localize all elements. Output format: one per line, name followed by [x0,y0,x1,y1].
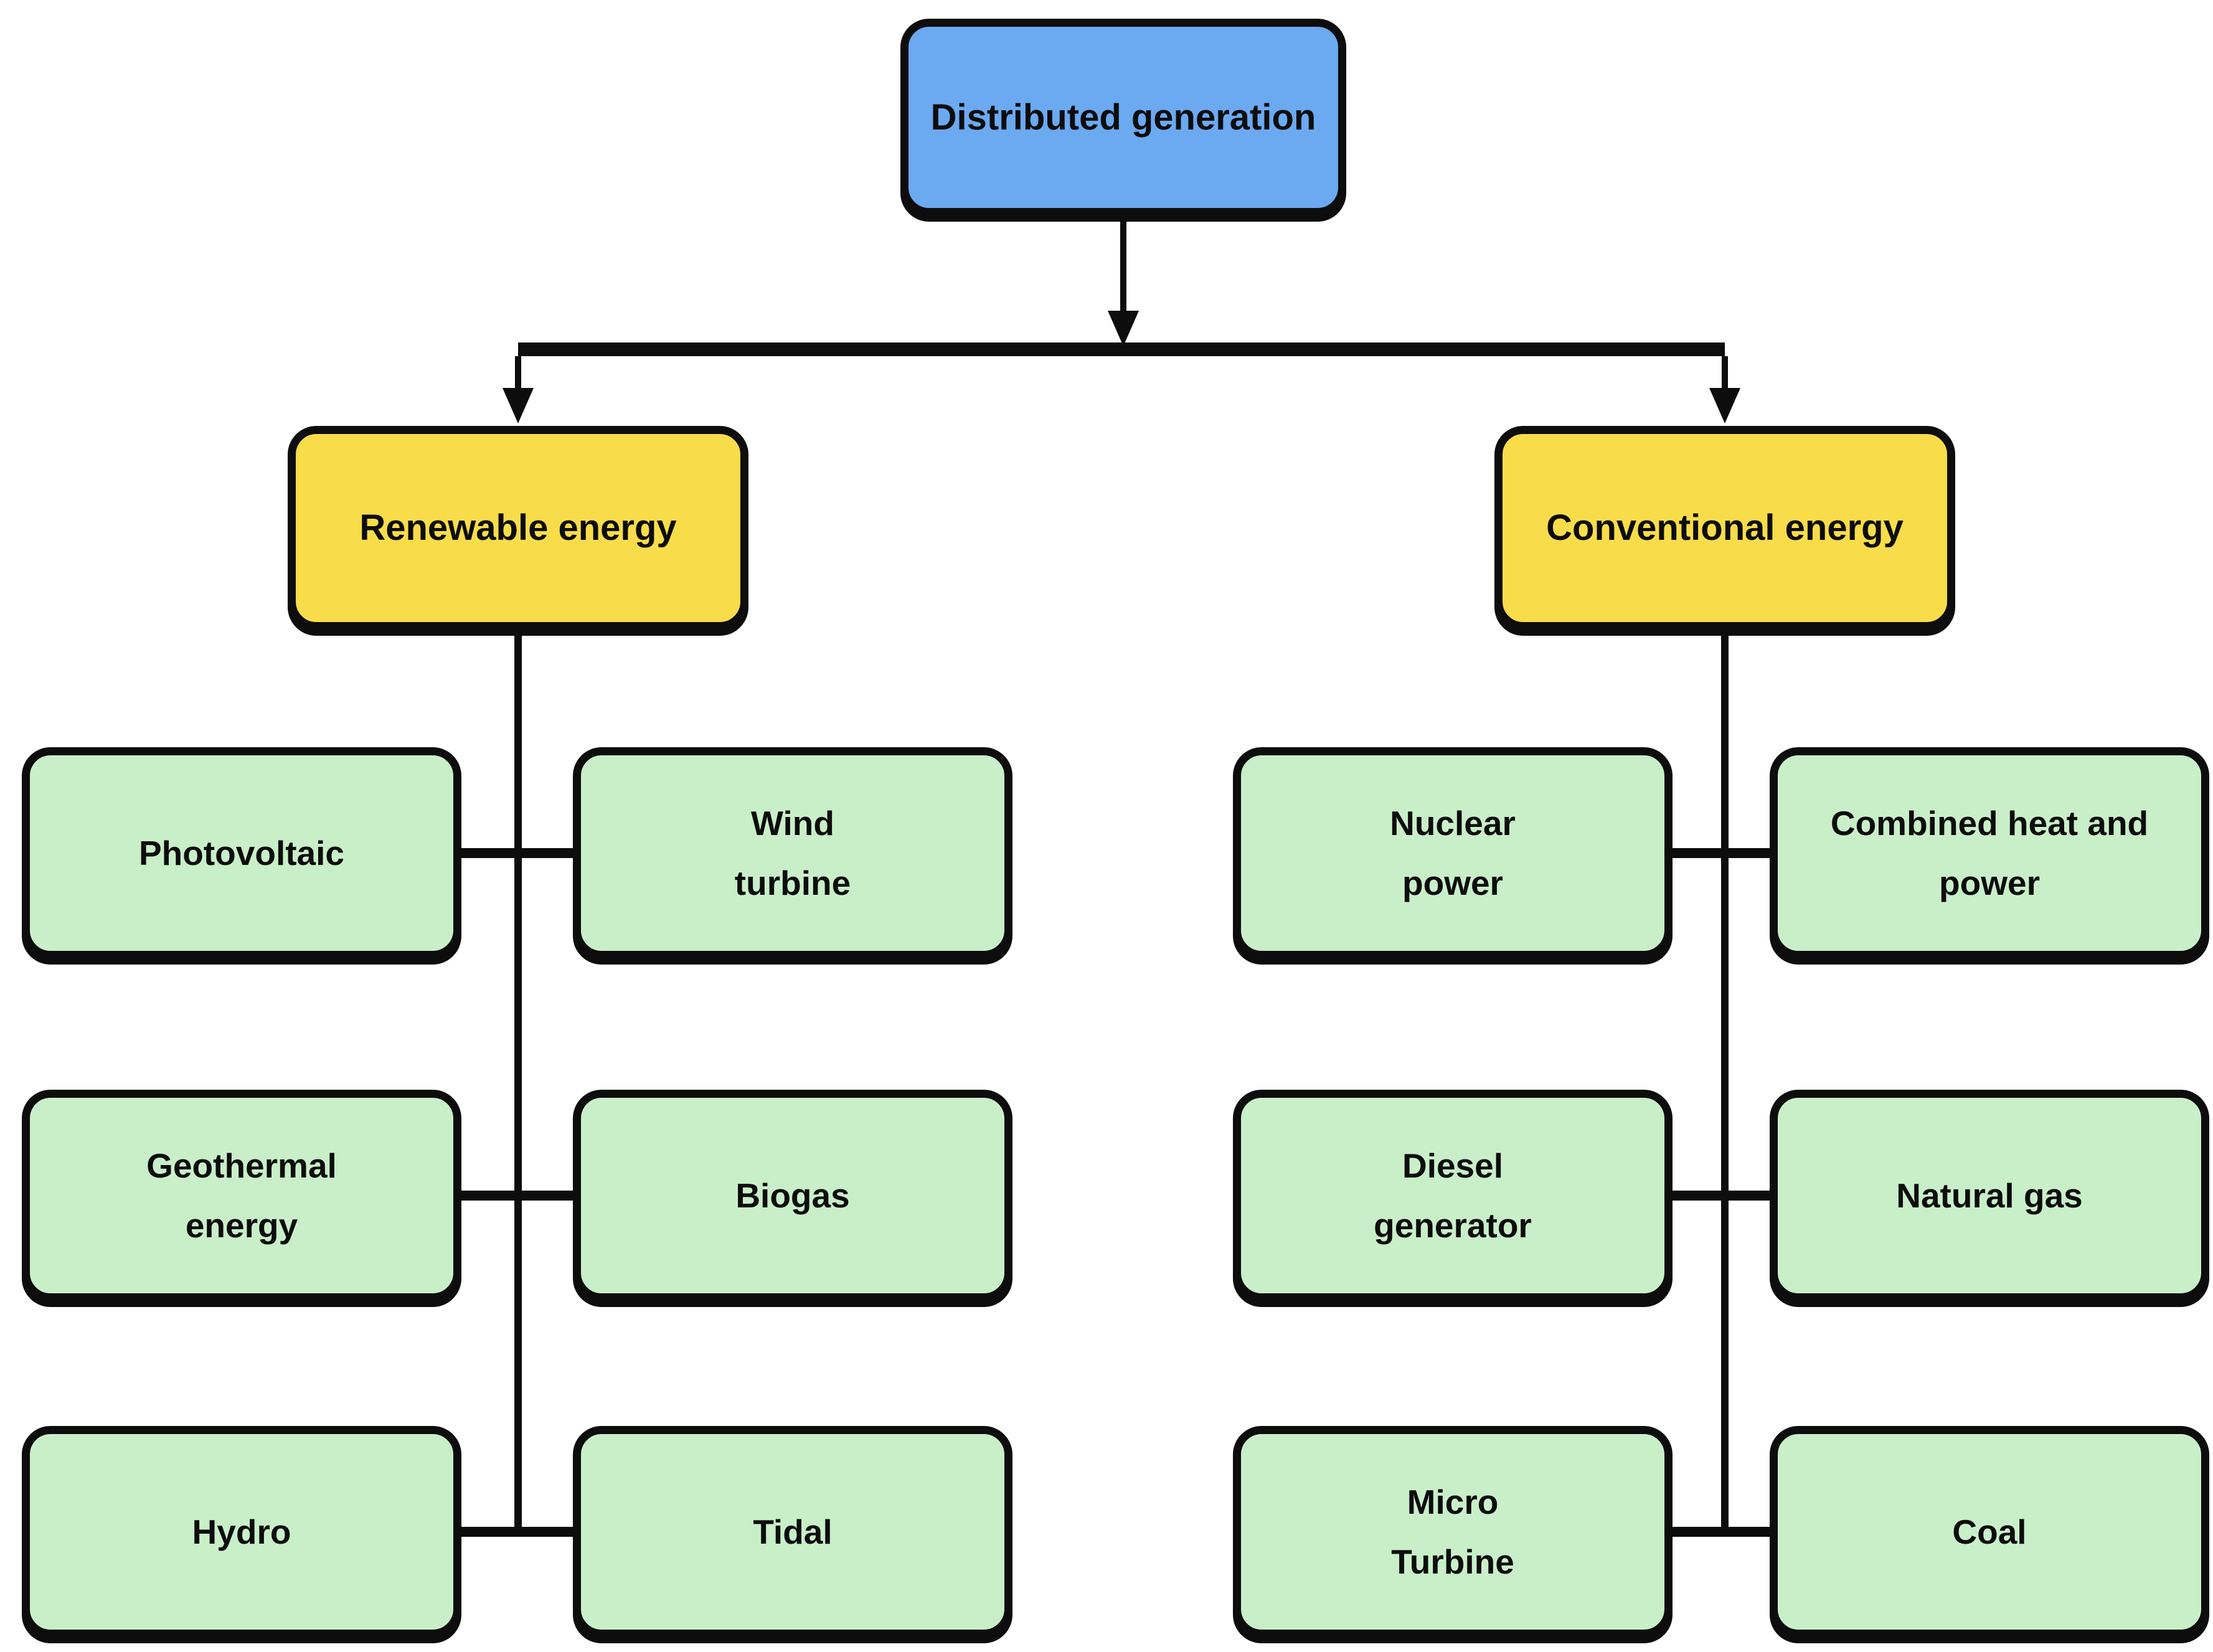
arrowhead-root-icon [1108,311,1139,346]
node-label: Biogas [735,1176,850,1215]
node-tidal: Tidal [573,1426,1012,1638]
node-label: Natural gas [1896,1176,2083,1215]
node-combined-heat-and-power: Combined heat and power [1770,747,2209,959]
node-diesel-generator: Diesel generator [1233,1090,1673,1301]
node-label: Micro Turbine [1391,1482,1514,1581]
node-distributed-generation: Distributed generation [900,19,1346,216]
node-natural-gas: Natural gas [1770,1090,2209,1301]
node-biogas: Biogas [573,1090,1012,1301]
node-label: Photovoltaic [138,833,345,872]
node-renewable-energy: Renewable energy [288,426,748,630]
arrowhead-renewable-icon [503,388,534,423]
node-label: Tidal [753,1512,833,1551]
node-label: Coal [1952,1512,2027,1551]
node-conventional-energy: Conventional energy [1494,426,1955,630]
node-label: Combined heat and power [1830,803,2149,902]
node-label: Conventional energy [1546,507,1904,549]
node-label: Wind turbine [734,803,851,902]
node-label: Diesel generator [1374,1146,1532,1245]
node-geothermal-energy: Geothermal energy [22,1090,461,1301]
node-coal: Coal [1770,1426,2209,1638]
node-nuclear-power: Nuclear power [1233,747,1673,959]
node-wind-turbine: Wind turbine [573,747,1012,959]
node-label: Distributed generation [930,97,1316,138]
node-label: Hydro [192,1512,291,1551]
node-label: Renewable energy [359,507,677,549]
arrowhead-conventional-icon [1709,388,1740,423]
node-micro-turbine: Micro Turbine [1233,1426,1673,1638]
node-label: Nuclear power [1390,803,1516,902]
node-label: Geothermal energy [146,1146,337,1245]
node-photovoltaic: Photovoltaic [22,747,461,959]
node-hydro: Hydro [22,1426,461,1638]
